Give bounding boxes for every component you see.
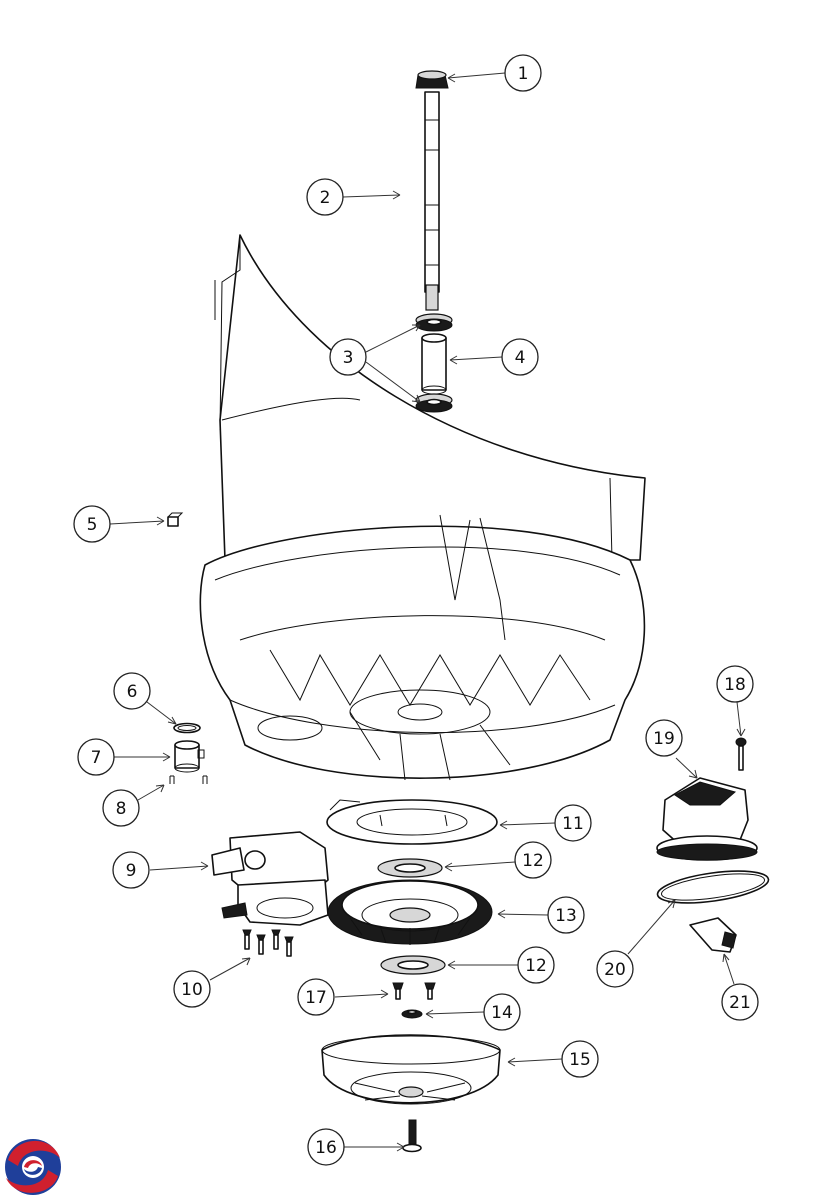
part-9-assembly [211, 831, 329, 926]
part-12-washer-upper [377, 858, 443, 878]
part-10-screws [242, 929, 294, 957]
part-1-cap [415, 70, 449, 89]
svg-text:12: 12 [522, 851, 544, 871]
svg-text:8: 8 [116, 799, 127, 819]
svg-text:19: 19 [653, 729, 675, 749]
svg-text:9: 9 [126, 861, 137, 881]
callout-10: 10 [173, 970, 211, 1008]
callout-19: 19 [645, 719, 683, 757]
callout-12-upper: 12 [514, 841, 552, 879]
svg-text:7: 7 [91, 748, 102, 768]
callout-18: 18 [716, 665, 754, 703]
part-15-cover [321, 1034, 501, 1105]
leader-lines [109, 72, 746, 1152]
callout-9: 9 [112, 851, 150, 889]
callout-13: 13 [547, 896, 585, 934]
callout-6: 6 [113, 672, 151, 710]
part-20-gasket [656, 870, 770, 904]
basket-base [199, 514, 646, 781]
brand-swirl-logo-icon [5, 1139, 61, 1195]
svg-text:18: 18 [724, 675, 746, 695]
callout-16: 16 [307, 1128, 345, 1166]
svg-text:2: 2 [320, 188, 331, 208]
svg-text:11: 11 [562, 814, 584, 834]
part-21-clip [689, 917, 737, 953]
part-18-screw [735, 737, 747, 771]
svg-text:20: 20 [604, 960, 626, 980]
callout-12-lower: 12 [517, 946, 555, 984]
part-16-screw [402, 1119, 422, 1153]
part-17-bolts [392, 982, 436, 1000]
svg-text:16: 16 [315, 1138, 337, 1158]
callout-7: 7 [77, 738, 115, 776]
part-7-coupler [174, 740, 205, 773]
part-14-nut [401, 1009, 423, 1019]
tub-body [214, 234, 646, 561]
part-6-oring [173, 722, 201, 734]
callout-2: 2 [306, 178, 344, 216]
svg-text:3: 3 [343, 348, 354, 368]
callout-15: 15 [561, 1040, 599, 1078]
callout-5: 5 [73, 505, 111, 543]
callout-20: 20 [596, 950, 634, 988]
svg-text:17: 17 [305, 988, 327, 1008]
part-2-shaft [424, 91, 440, 311]
callout-4: 4 [501, 338, 539, 376]
part-11-ring [326, 799, 498, 845]
svg-text:4: 4 [515, 348, 526, 368]
svg-text:21: 21 [729, 993, 751, 1013]
svg-text:14: 14 [491, 1003, 513, 1023]
callout-17: 17 [297, 978, 335, 1016]
callout-3: 3 [329, 338, 367, 376]
part-8-clips [169, 775, 208, 784]
part-4-tube [421, 333, 447, 395]
part-19-housing [656, 777, 758, 861]
svg-text:15: 15 [569, 1050, 591, 1070]
part-3-bearings [415, 313, 453, 413]
svg-text:12: 12 [525, 956, 547, 976]
part-12-washer-lower [380, 955, 446, 975]
part-13-rotor [327, 879, 493, 945]
svg-text:1: 1 [518, 64, 529, 84]
svg-text:10: 10 [181, 980, 203, 1000]
callout-11: 11 [554, 804, 592, 842]
svg-text:5: 5 [87, 515, 98, 535]
svg-text:13: 13 [555, 906, 577, 926]
callout-14: 14 [483, 993, 521, 1031]
part-5-clip [167, 512, 184, 527]
svg-text:6: 6 [127, 682, 138, 702]
callout-8: 8 [102, 789, 140, 827]
callout-21: 21 [721, 983, 759, 1021]
callout-1: 1 [504, 54, 542, 92]
